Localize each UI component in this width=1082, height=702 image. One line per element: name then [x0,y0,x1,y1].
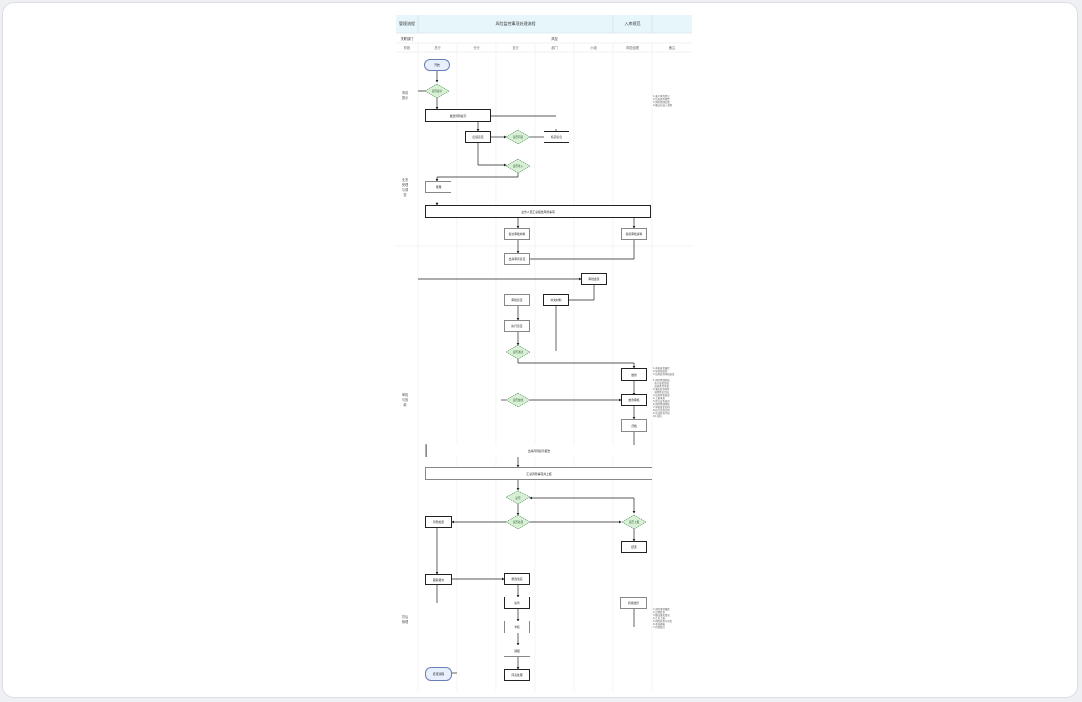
lane-label: 部门 [551,46,558,50]
decision-d7 [505,514,531,530]
process-node: 考核 [504,621,530,633]
process-node: 风险处置 [425,516,452,528]
stage-label: 审批与放款 [401,393,409,407]
stage-label: 贷后管理 [401,615,409,624]
process-node: 复查 [504,597,530,609]
header-left-label: 管理流程 [399,21,415,26]
end-node: 结束流程 [425,667,452,681]
process-node: 问责处理 [504,669,530,681]
lane-separators [396,43,692,691]
process-node: 反馈意见 [465,131,491,143]
process-node: 审批意见 [504,294,530,306]
process-node: 放款审核 [621,394,647,406]
stage-label: 事前提示 [401,91,409,100]
lane-label: 风险经理 [626,46,639,50]
decision-d1 [424,83,450,99]
lane-label: 总行 [434,46,441,50]
diagram-title: 风险监控事项处理流程 [495,21,536,26]
process-node: 通报 [504,645,530,657]
process-node: 整改落实 [504,573,530,585]
process-node: 执行意见 [504,320,530,332]
process-node: 发送风险提示 [425,109,491,122]
decision-d8 [621,514,647,530]
remark-note: 1.审批意见确定 2.放款前核查 3.出具放款审核意见 1.风险经理复核 执行意… [653,367,675,418]
process-node: 持续监控 [620,597,647,609]
decision-d5 [505,392,531,408]
flowchart-diagram: 管理流程 风险监控事项处理流程 入库规范 关联部门 风控 阶段 总行 分行 支行… [396,15,692,691]
process-node: 补充材料 [543,294,569,306]
process-node: 出具审查意见 [504,253,530,265]
sub-header-left: 关联部门 [400,36,414,41]
process-node: 跟踪督办 [425,574,452,585]
lane-label: 阶段 [403,46,411,50]
remark-note: 1.风险事项跟踪 2.定期复查 3.整改落实情况 4.汇总上报 5.风险处置与问… [653,608,673,629]
flowchart-lines [396,15,692,691]
decision-d4 [505,344,531,360]
lane-label: 分行 [473,46,480,50]
process-node-wide: 汇总风险事项并上报 [425,467,652,480]
decision-d6 [505,490,531,505]
lane-label: 小组 [590,46,597,50]
process-node-wide: 业务人员汇总报送风险事项 [425,205,651,218]
process-node: 归档 [621,419,647,432]
remark-note: 1.客户风险提示 2.贷前风险预警 3.风险经理反馈 4.确认后进入流程 [653,95,673,107]
process-node: 放款 [621,368,647,381]
lane-label: 备注 [668,46,676,50]
stage-label: 业务受理与调查 [401,178,409,197]
process-node-wide: 出具风险提示报告 [426,445,651,457]
process-node: 审批会签 [581,273,607,285]
connectors [418,71,636,674]
decision-d3 [505,158,531,174]
process-node: 提交审批材料 [504,228,530,240]
process-node: 结束 [621,541,647,553]
process-node: 核实信息 [544,131,569,143]
decision-diamonds [424,83,647,530]
start-node: 开始 [424,59,450,71]
decision-d2 [505,129,531,145]
sub-header-center: 风控 [551,36,558,41]
header-right-label: 入库规范 [624,21,641,26]
process-node: 受理 [425,181,451,193]
header-band [396,15,692,33]
lane-label: 支行 [512,46,519,50]
process-node: 复核审批资料 [621,228,647,240]
